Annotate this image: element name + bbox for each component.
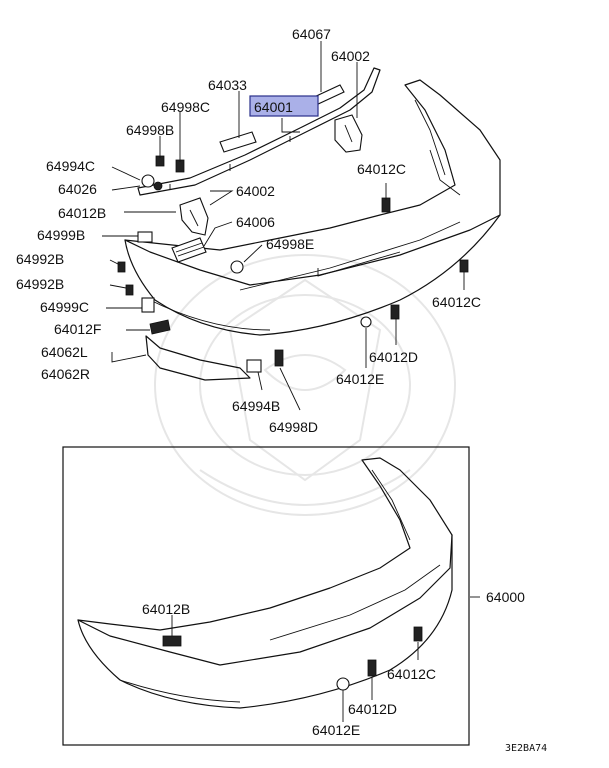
label-64062R: 64062R bbox=[41, 366, 90, 382]
label-64000: 64000 bbox=[486, 589, 525, 605]
label-64026: 64026 bbox=[58, 181, 97, 197]
label-64012D-top: 64012D bbox=[369, 349, 418, 365]
label-64999B: 64999B bbox=[37, 227, 85, 243]
diagram-reference-code: 3E2BA74 bbox=[505, 743, 547, 754]
label-64012C-top: 64012C bbox=[357, 161, 406, 177]
part-64002-top-bracket-drawing bbox=[334, 114, 363, 153]
label-64999C: 64999C bbox=[40, 299, 89, 315]
assembly-box-frame bbox=[62, 446, 470, 746]
label-64998E: 64998E bbox=[266, 236, 314, 252]
labels-upper: 64067 64002 64033 64001 64998C 64998B 64… bbox=[16, 26, 481, 435]
label-64012B-box: 64012B bbox=[142, 601, 190, 617]
part-64033-drawing bbox=[219, 131, 257, 153]
leader-lines-upper bbox=[102, 41, 465, 411]
leader-lines-lower bbox=[171, 596, 480, 722]
labels-lower: 64012B 64000 64012C 64012D 64012E bbox=[142, 589, 525, 738]
label-64998D: 64998D bbox=[269, 419, 318, 435]
label-64998C: 64998C bbox=[161, 99, 210, 115]
label-64002-mid: 64002 bbox=[236, 183, 275, 199]
label-64002-top: 64002 bbox=[331, 48, 370, 64]
label-64001: 64001 bbox=[254, 99, 293, 115]
label-64012C-box: 64012C bbox=[387, 666, 436, 682]
label-64012D-box: 64012D bbox=[348, 701, 397, 717]
label-64012E-top: 64012E bbox=[336, 371, 384, 387]
label-64998B: 64998B bbox=[126, 122, 174, 138]
label-64012F: 64012F bbox=[54, 321, 101, 337]
label-64992B-b: 64992B bbox=[16, 276, 64, 292]
fasteners-upper-drawing bbox=[117, 155, 469, 373]
label-64033: 64033 bbox=[208, 77, 247, 93]
label-64992B-a: 64992B bbox=[16, 251, 64, 267]
part-64062-valance-drawing bbox=[145, 335, 251, 381]
watermark-emblem bbox=[154, 254, 456, 516]
label-64012B-top: 64012B bbox=[58, 205, 106, 221]
bumper-cover-upper-drawing bbox=[124, 79, 501, 336]
label-64012E-box: 64012E bbox=[312, 722, 360, 738]
bumper-assembly-lower-drawing bbox=[77, 457, 453, 709]
bumper-reinforcement-drawing bbox=[137, 67, 381, 196]
label-64062L: 64062L bbox=[41, 344, 88, 360]
label-64067: 64067 bbox=[292, 26, 331, 42]
label-64994B: 64994B bbox=[232, 398, 280, 414]
label-64006: 64006 bbox=[236, 214, 275, 230]
part-64002-mid-bracket-drawing bbox=[179, 197, 209, 236]
label-64994C: 64994C bbox=[46, 158, 95, 174]
label-64012C-right: 64012C bbox=[432, 294, 481, 310]
part-64006-drawing bbox=[171, 237, 207, 263]
highlighted-part-box bbox=[249, 95, 319, 117]
